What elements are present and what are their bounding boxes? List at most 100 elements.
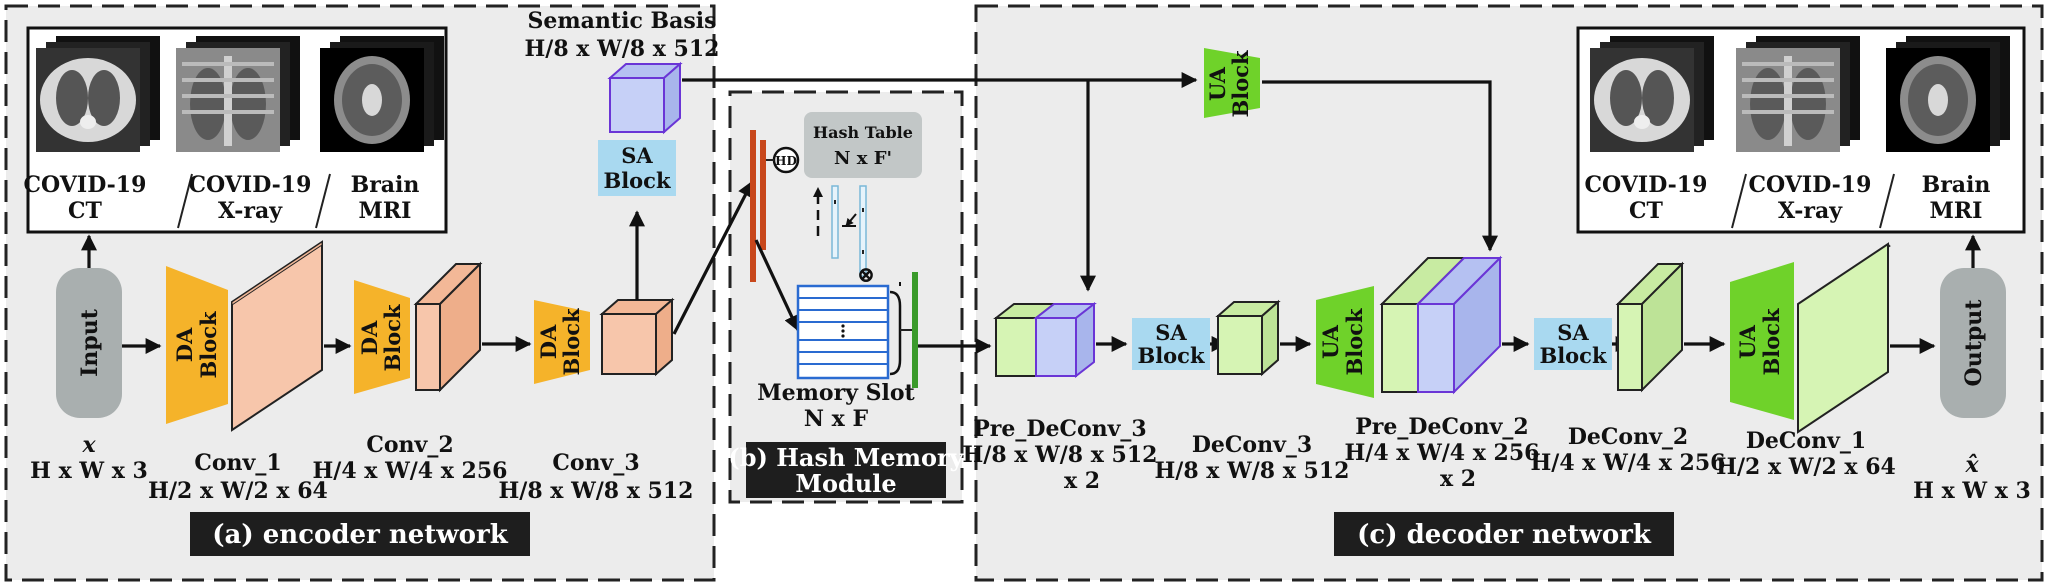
conv3-dims: H/8 x W/8 x 512	[499, 478, 694, 504]
deconv2-name: DeConv_2	[1568, 424, 1688, 450]
mri-label-line2: MRI	[359, 198, 412, 224]
ct-output-label-line1: COVID-19	[1585, 172, 1708, 198]
decoder-ua-block-right: UA Block	[1730, 262, 1794, 420]
ua-block-mid-line2: Block	[1342, 308, 1367, 376]
memory-tag: (b) Hash Memory Module	[728, 442, 965, 498]
pre-deconv3-name: Pre_DeConv_3	[973, 416, 1146, 442]
deconv3-dims: H/8 x W/8 x 512	[1155, 458, 1350, 484]
hash-table-line1: Hash Table	[813, 123, 913, 142]
encoder-modality-box: COVID-19 CT COVID-19 X-ray Brain MRI	[24, 26, 448, 234]
decoder-sa-block-1: SA Block	[1132, 318, 1210, 370]
deconv2-dims: H/4 x W/4 x 256	[1531, 450, 1726, 476]
ct-output-label-line2: CT	[1629, 198, 1664, 224]
xray-output-label-line2: X-ray	[1778, 198, 1843, 224]
decoder-ua-block-mid: UA Block	[1316, 286, 1374, 398]
output-dims: H x W x 3	[1913, 478, 2031, 504]
hash-red-bar-1	[750, 130, 756, 282]
semantic-basis-title: Semantic Basis	[528, 8, 717, 34]
deconv3-name: DeConv_3	[1192, 432, 1312, 458]
pre-deconv3-mult: x 2	[1064, 468, 1100, 494]
deconv1-dims: H/2 x W/2 x 64	[1716, 454, 1896, 480]
da-block-3: DA Block	[534, 300, 590, 384]
hash-table-line2: N x F'	[834, 148, 892, 169]
mri-image-icon	[320, 36, 444, 152]
decoder-tag-text: (c) decoder network	[1357, 520, 1652, 550]
conv2-dims: H/4 x W/4 x 256	[313, 458, 508, 484]
conv2-feature-cube	[413, 261, 483, 393]
da-block-3-line2: Block	[559, 308, 584, 376]
pre-deconv2-dims: H/4 x W/4 x 256	[1345, 440, 1540, 466]
encoder-sa-block-line1: SA	[621, 143, 653, 168]
conv1-dims: H/2 x W/2 x 64	[148, 478, 328, 504]
encoder-tag-text: (a) encoder network	[212, 520, 508, 550]
ct-output-image-icon	[1590, 36, 1714, 152]
decoder-sa-block-2-line1: SA	[1557, 320, 1589, 345]
xray-label-line2: X-ray	[218, 198, 283, 224]
hd-operator: HD	[772, 146, 800, 174]
da-block-2-line1: DA	[357, 320, 382, 355]
hash-red-bar-2	[760, 140, 766, 250]
da-block-1-line2: Block	[196, 311, 221, 379]
da-block-1: DA Block	[166, 266, 228, 424]
mri-label-line1: Brain	[351, 172, 420, 198]
hash-green-bar	[912, 272, 918, 388]
conv1-feature-cube	[231, 240, 323, 432]
da-block-1-line1: DA	[172, 327, 197, 362]
ua-block-top-line2: Block	[1228, 50, 1253, 118]
ua-block-right-line1: UA	[1735, 324, 1760, 359]
pre-deconv3-cube	[993, 301, 1097, 379]
da-block-2-line2: Block	[380, 304, 405, 372]
xray-output-label-line1: COVID-19	[1749, 172, 1872, 198]
semantic-basis-cube	[607, 61, 683, 135]
decoder-sa-block-1-line1: SA	[1155, 320, 1187, 345]
mri-output-image-icon	[1886, 36, 2010, 152]
pre-deconv2-mult: x 2	[1440, 466, 1476, 492]
multiply-operator: ⊗	[857, 262, 875, 288]
decoder-sa-block-2-line2: Block	[1539, 343, 1607, 368]
encoder-sa-block-line2: Block	[603, 168, 671, 193]
hash-table: Hash Table N x F'	[804, 112, 922, 178]
memory-slot-line1: Memory Slot	[757, 380, 915, 406]
decoder-sa-block-2: SA Block	[1534, 318, 1612, 370]
input-pill: Input	[56, 268, 122, 418]
ua-block-mid-line1: UA	[1318, 324, 1343, 359]
mri-output-label-line2: MRI	[1930, 198, 1983, 224]
xray-output-image-icon	[1736, 36, 1860, 152]
decoder-tag: (c) decoder network	[1334, 512, 1674, 556]
mri-output-label-line1: Brain	[1922, 172, 1991, 198]
encoder-sa-block: SA Block	[598, 140, 676, 196]
pre-deconv3-dims: H/8 x W/8 x 512	[963, 442, 1158, 468]
pre-deconv2-cube	[1379, 255, 1503, 395]
output-label: Output	[1961, 299, 1987, 387]
hash-code-bar-1	[831, 185, 839, 259]
ct-image-icon	[36, 36, 160, 152]
semantic-basis-dims: H/8 x W/8 x 512	[525, 36, 720, 62]
decoder-ua-block-top: UA Block	[1204, 48, 1260, 118]
deconv1-name: DeConv_1	[1746, 428, 1866, 454]
deconv3-cube	[1215, 299, 1281, 377]
xray-label-line1: COVID-19	[189, 172, 312, 198]
xray-image-icon	[176, 36, 300, 152]
encoder-tag: (a) encoder network	[190, 512, 530, 556]
output-symbol: x̂	[1964, 452, 1979, 478]
memory-tag-line1: (b) Hash Memory	[728, 443, 964, 472]
ct-label-line2: CT	[68, 198, 103, 224]
ua-block-top-line1: UA	[1205, 66, 1230, 101]
deconv2-cube	[1615, 261, 1685, 393]
deconv1-cube	[1797, 242, 1891, 434]
memory-slot-line2: N x F	[804, 406, 869, 432]
memory-tag-line2: Module	[795, 469, 896, 498]
conv3-name: Conv_3	[552, 450, 639, 476]
da-block-3-line1: DA	[536, 324, 561, 359]
input-dims: H x W x 3	[30, 458, 148, 484]
conv1-name: Conv_1	[194, 450, 281, 476]
hd-label: HD	[775, 154, 797, 168]
input-label: Input	[77, 308, 103, 377]
input-symbol: x	[81, 432, 96, 458]
output-pill: Output	[1940, 268, 2006, 418]
ua-block-right-line2: Block	[1759, 308, 1784, 376]
memory-slot	[796, 284, 890, 380]
decoder-sa-block-1-line2: Block	[1137, 343, 1205, 368]
da-block-2: DA Block	[354, 280, 410, 394]
